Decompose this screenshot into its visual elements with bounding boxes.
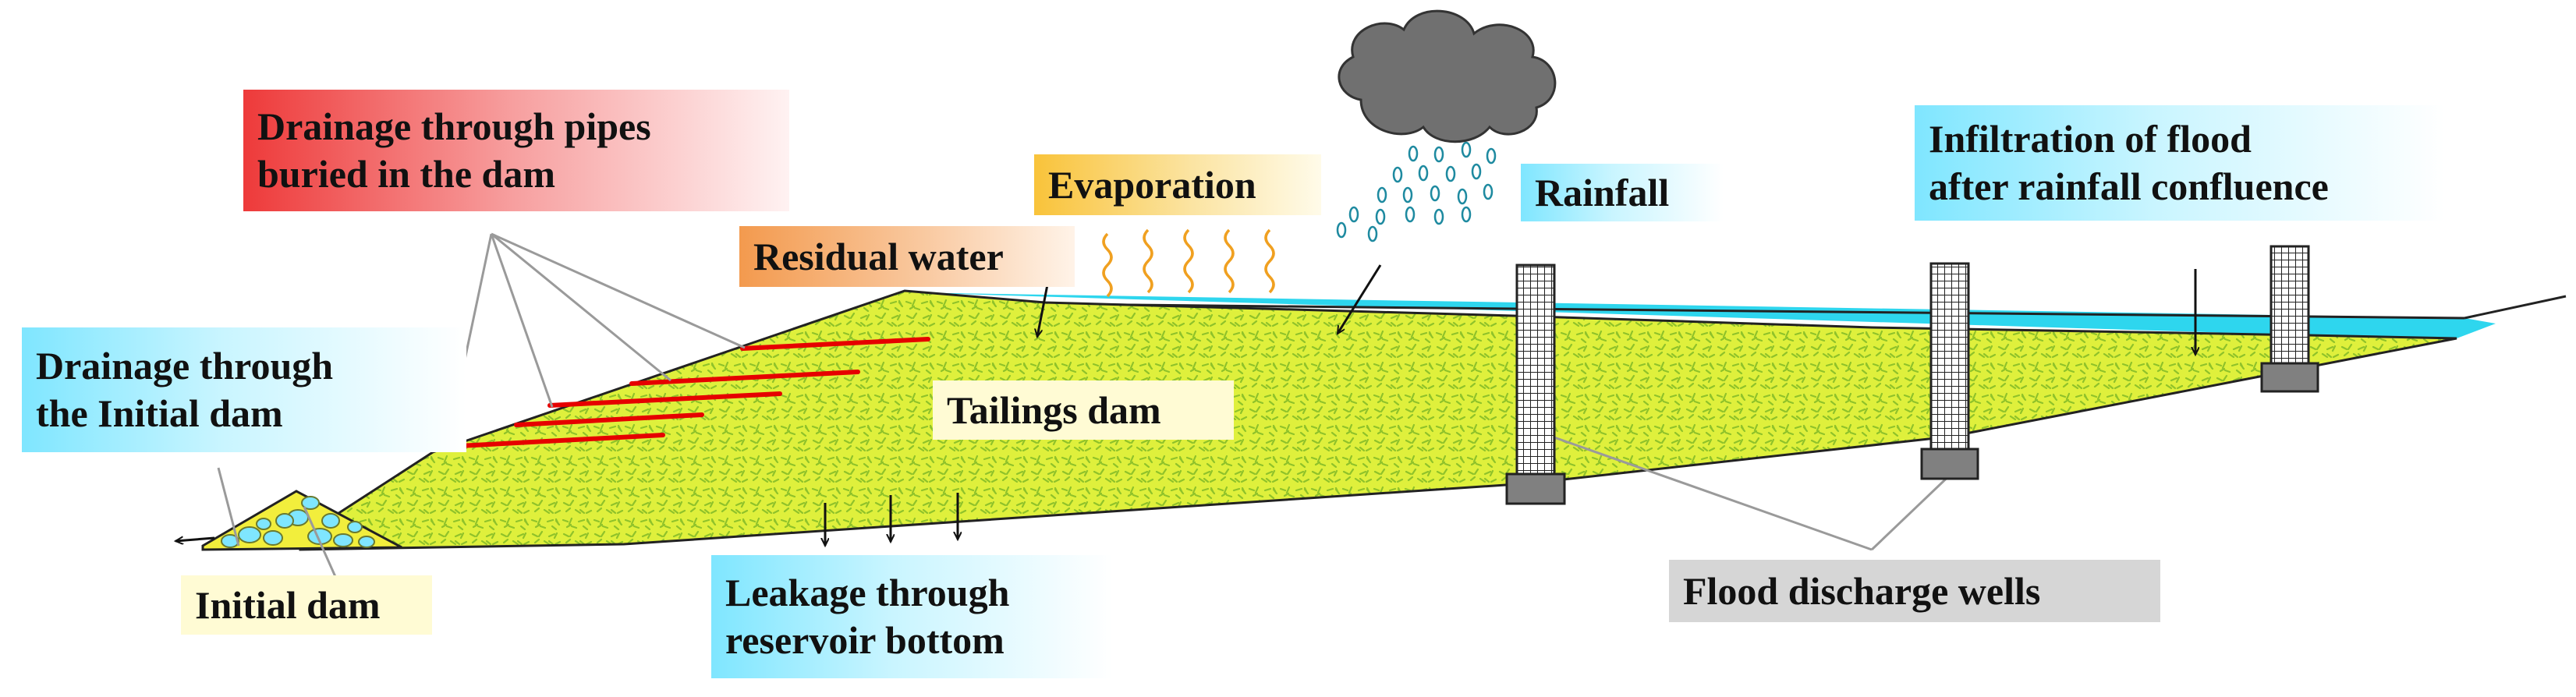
leakage-label: Leakage through reservoir bottom: [711, 555, 1112, 678]
infiltration-label: Infiltration of flood after rainfall con…: [1915, 105, 2445, 221]
initial-dam-stones: [221, 496, 375, 548]
evaporation-label: Evaporation: [1034, 154, 1321, 215]
flow-arrows: [825, 264, 2195, 546]
rain-cloud-icon: [1338, 9, 1557, 143]
drainage-initial-dam-label: Drainage through the Initial dam: [22, 327, 466, 452]
heat-wave-icon: [1102, 228, 1275, 298]
flood-discharge-wells-label: Flood discharge wells: [1669, 560, 2160, 622]
initial-dam-label: Initial dam: [181, 575, 432, 635]
flood-discharge-well-2: [1920, 262, 1979, 480]
flood-water-pond: [905, 292, 2496, 338]
rainfall-label: Rainfall: [1521, 164, 1724, 221]
drain-pipes: [442, 337, 930, 449]
flood-discharge-well-3: [2260, 245, 2319, 393]
flood-discharge-well-1: [1505, 264, 1566, 505]
residual-water-label: Residual water: [739, 226, 1075, 287]
raindrop-icon: [1336, 141, 1497, 242]
ground-slope-line: [2464, 295, 2567, 320]
leader-lines: [217, 232, 1959, 595]
drainage-pipes-label: Drainage through pipes buried in the dam: [243, 90, 789, 211]
tailings-dam-label: Tailings dam: [933, 380, 1234, 440]
outflow-arrow: [175, 538, 215, 541]
